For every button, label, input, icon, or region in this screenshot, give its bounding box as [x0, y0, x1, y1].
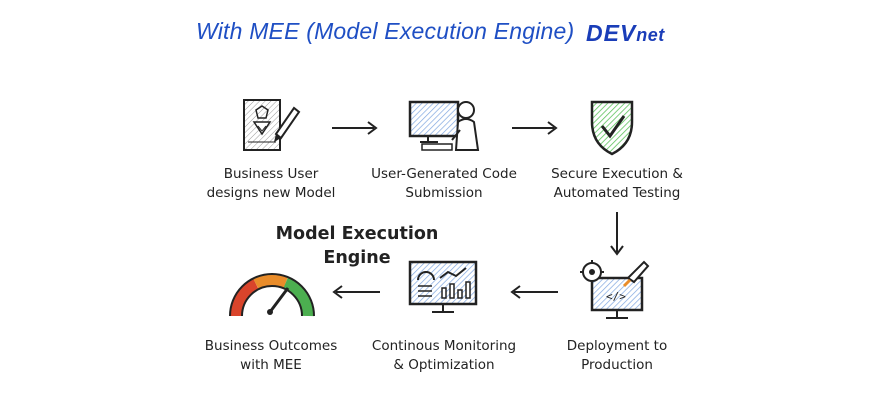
rocket-monitor-icon: </>	[580, 260, 650, 319]
logo-dev-text: DEV	[586, 20, 637, 46]
step-label-monitoring: Continous Monitoring& Optimization	[371, 338, 517, 373]
arrow-step5-to-step6	[332, 285, 380, 299]
arrow-step2-to-step3	[512, 121, 558, 135]
document-pen-icon	[243, 99, 301, 151]
arrow-step4-to-step5	[510, 285, 558, 299]
arrow-step1-to-step2	[332, 121, 378, 135]
gauge-icon	[229, 273, 315, 317]
dashboard-monitor-icon	[408, 260, 478, 313]
step-label-secure-execution: Secure Execution &Automated Testing	[551, 166, 683, 201]
devnet-logo: DEVnet	[586, 20, 665, 47]
diagram-title: With MEE (Model Execution Engine)	[196, 18, 575, 44]
svg-text:</>: </>	[606, 290, 626, 303]
shield-check-icon	[590, 100, 634, 156]
arrow-step3-to-step4	[610, 212, 624, 256]
logo-net-text: net	[636, 25, 665, 45]
person-computer-icon	[408, 100, 480, 151]
